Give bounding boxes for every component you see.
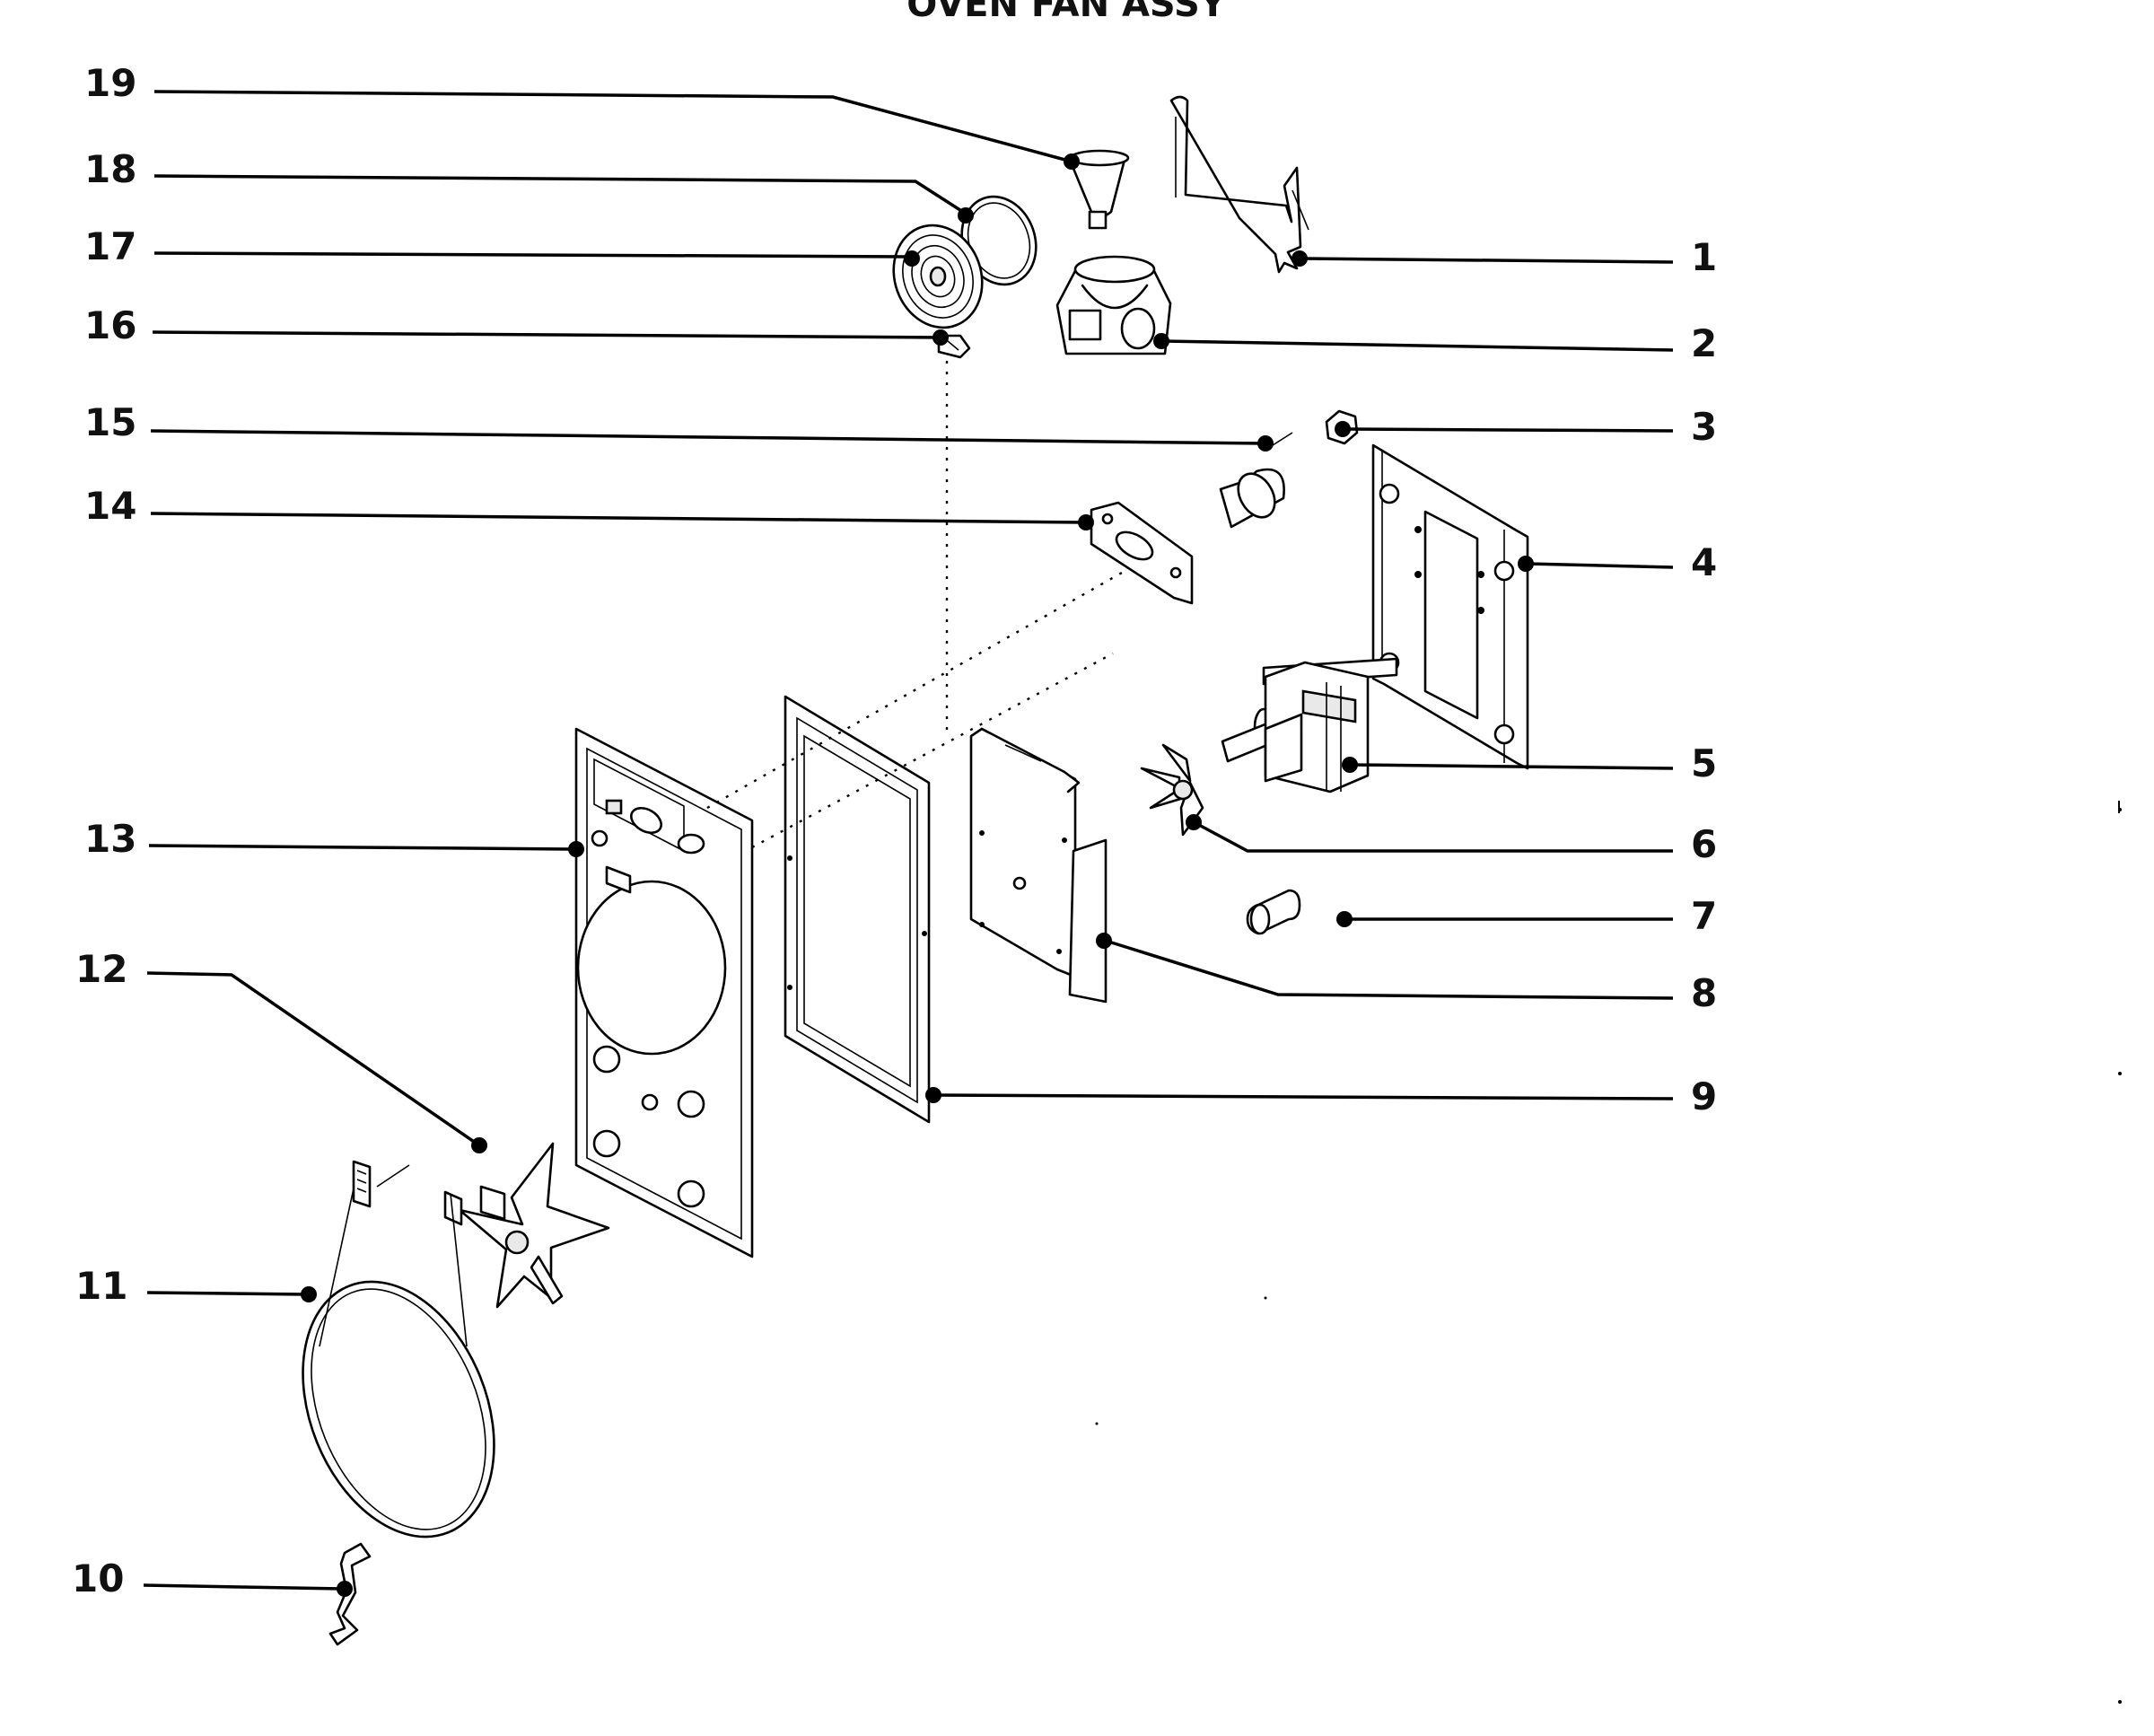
pin-drawing bbox=[1272, 432, 1293, 446]
motor-housing-drawing bbox=[969, 727, 1108, 1004]
callout-7: 7 bbox=[1336, 894, 1717, 938]
callout-6: 6 bbox=[1186, 814, 1717, 866]
callout-14: 14 bbox=[84, 484, 1094, 530]
callout-15-label: 15 bbox=[84, 400, 136, 444]
callout-7-label: 7 bbox=[1691, 894, 1717, 938]
callout-2-label: 2 bbox=[1691, 321, 1717, 365]
callout-13-label: 13 bbox=[84, 817, 136, 861]
lamp-socket-drawing bbox=[1055, 255, 1172, 355]
callout-4-label: 4 bbox=[1691, 540, 1717, 584]
callout-12-label: 12 bbox=[75, 947, 127, 991]
lamp-bracket-drawing bbox=[1169, 95, 1309, 274]
callout-10-label: 10 bbox=[72, 1556, 124, 1600]
duct-plate-drawing bbox=[1090, 468, 1285, 605]
gasket-frame-drawing bbox=[784, 695, 931, 1124]
lamp-cover-drawing bbox=[892, 224, 984, 329]
callout-1: 1 bbox=[1292, 235, 1717, 279]
callout-5: 5 bbox=[1342, 741, 1717, 785]
callout-8: 8 bbox=[1096, 933, 1717, 1015]
callout-16-label: 16 bbox=[84, 303, 136, 347]
callout-3: 3 bbox=[1335, 405, 1717, 449]
callout-6-label: 6 bbox=[1691, 822, 1717, 866]
callout-15: 15 bbox=[84, 400, 1274, 452]
callout-3-label: 3 bbox=[1691, 405, 1717, 449]
mounting-plate-drawing bbox=[1371, 443, 1529, 770]
diagram-title: OVEN FAN ASSY bbox=[906, 0, 1226, 25]
callout-9-label: 9 bbox=[1691, 1074, 1717, 1118]
scan-specks bbox=[1095, 801, 2122, 1704]
callout-13: 13 bbox=[84, 817, 584, 861]
callout-19: 19 bbox=[84, 61, 1080, 170]
heating-element-drawing bbox=[302, 1160, 495, 1539]
callout-5-label: 5 bbox=[1691, 741, 1717, 785]
callout-11: 11 bbox=[75, 1264, 317, 1308]
callout-17: 17 bbox=[84, 224, 920, 268]
callout-19-label: 19 bbox=[84, 61, 136, 105]
fan-motor-drawing bbox=[1221, 657, 1398, 793]
callout-1-label: 1 bbox=[1691, 235, 1717, 279]
callout-2: 2 bbox=[1153, 321, 1717, 365]
callout-16: 16 bbox=[84, 303, 949, 347]
fan-blade-drawing bbox=[443, 1142, 610, 1309]
callout-18-label: 18 bbox=[84, 147, 136, 191]
callout-9: 9 bbox=[925, 1074, 1717, 1118]
callout-8-label: 8 bbox=[1691, 971, 1717, 1015]
fan-cover-panel-drawing bbox=[574, 727, 754, 1258]
assembly-guide-lines bbox=[706, 361, 1123, 849]
callout-18: 18 bbox=[84, 147, 974, 224]
bulb-cover-drawing bbox=[1068, 149, 1130, 230]
callout-17-label: 17 bbox=[84, 224, 136, 268]
callout-14-label: 14 bbox=[84, 484, 136, 528]
callout-11-label: 11 bbox=[75, 1264, 127, 1308]
spacer-drawing bbox=[1246, 889, 1301, 935]
callout-10: 10 bbox=[72, 1556, 353, 1600]
callout-12: 12 bbox=[75, 947, 487, 1153]
callout-4: 4 bbox=[1518, 540, 1717, 584]
